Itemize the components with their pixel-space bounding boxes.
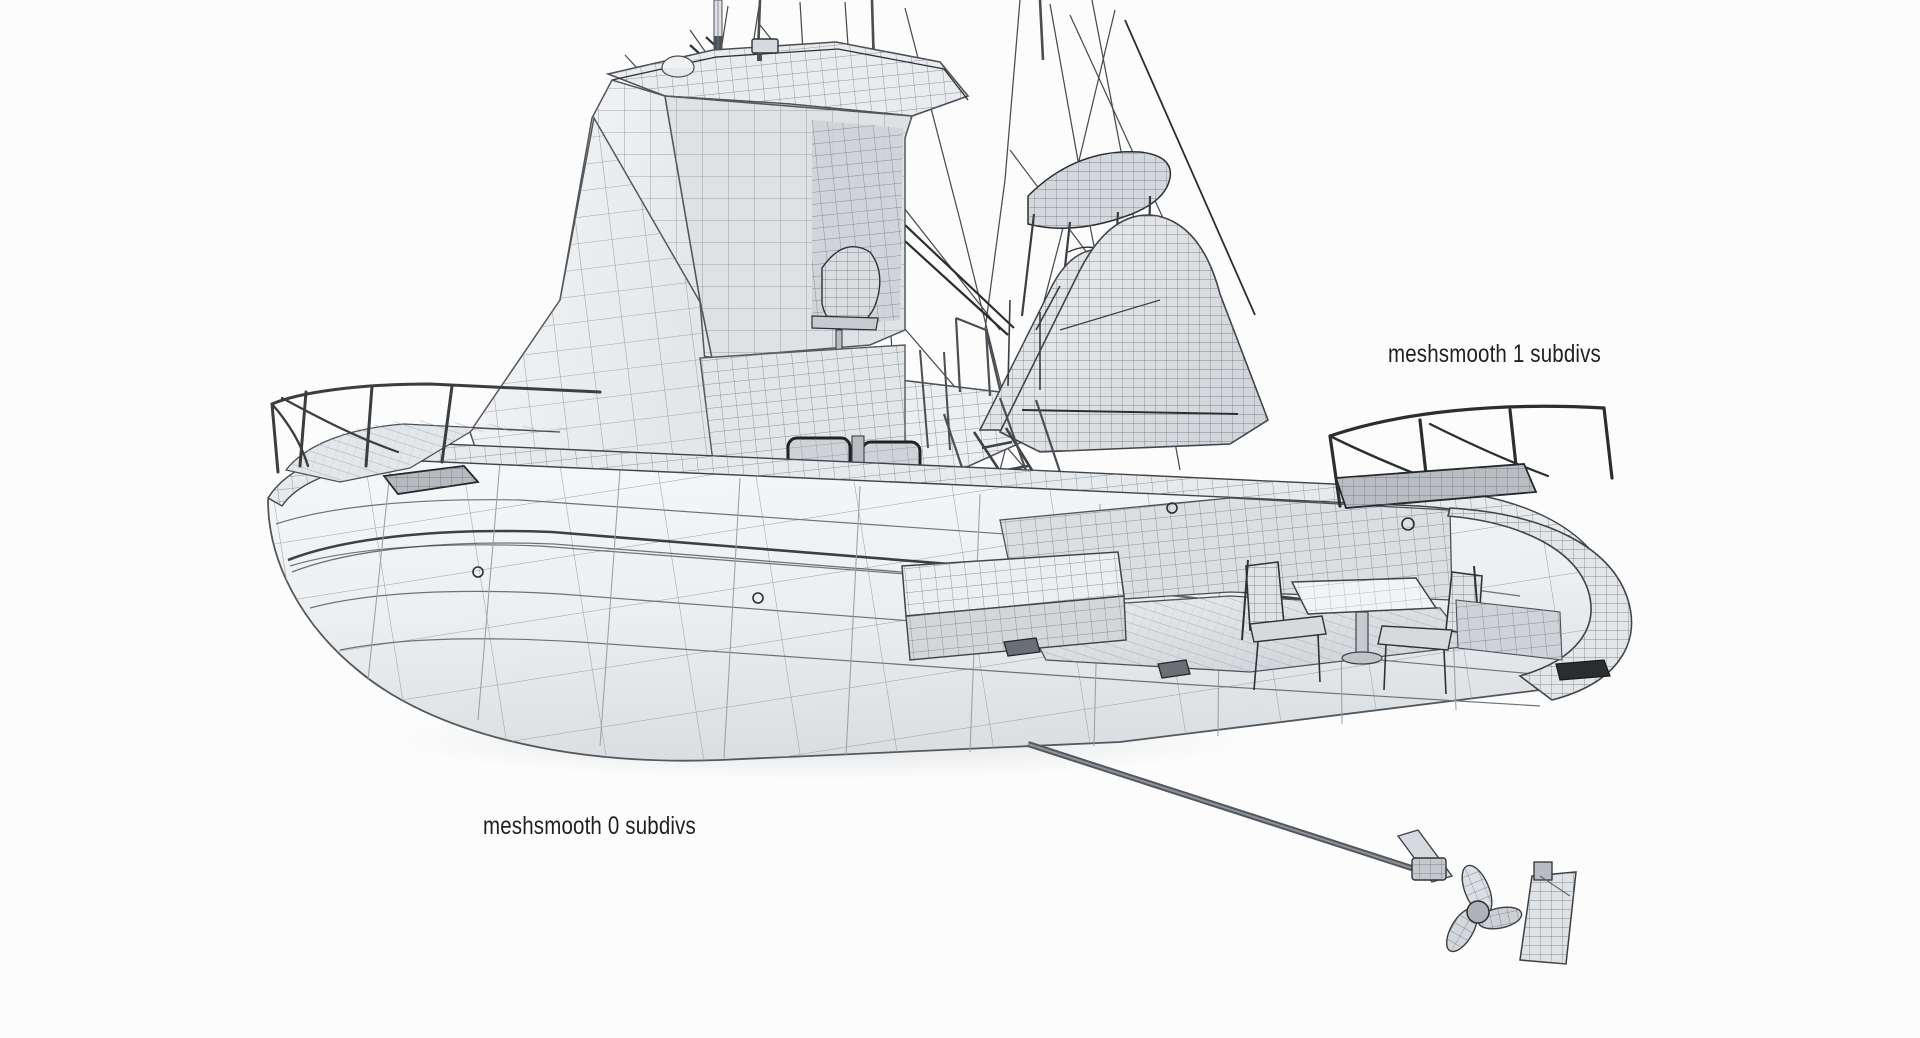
annotation-meshsmooth-0: meshsmooth 0 subdivs [483, 812, 696, 840]
whip-antenna [1007, 285, 1061, 390]
propeller [1445, 864, 1523, 953]
side-handrails [919, 349, 951, 451]
cleat [1003, 637, 1191, 679]
tender-cover-aft [998, 214, 1269, 453]
spotlight [751, 38, 779, 61]
shaft-strut [1027, 741, 1454, 883]
rudder [1519, 861, 1577, 965]
deck-table [1290, 577, 1438, 665]
hull-fittings [472, 502, 1415, 604]
annotation-meshsmooth-1: meshsmooth 1 subdivs [1388, 340, 1601, 368]
foredeck-rail-aft [954, 316, 1002, 397]
stern-locker [1334, 463, 1538, 509]
bow-pulpit-rail [270, 382, 602, 474]
deck-chair-port [1245, 561, 1327, 691]
bench-seat [901, 551, 1127, 661]
deck-hatch [382, 465, 480, 495]
radar-dome [661, 55, 695, 78]
transom [1446, 507, 1633, 701]
foredeck [284, 420, 600, 495]
helm-chair [811, 246, 881, 355]
